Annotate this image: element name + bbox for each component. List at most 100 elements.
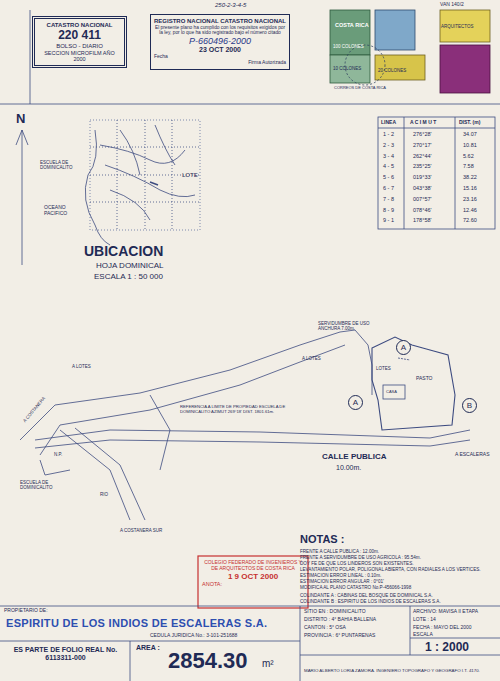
plan-label: REFERENCIA A LIMITE DE PROPIEDAD ESCUELA… xyxy=(180,405,300,415)
table-cell: 019°33' xyxy=(413,174,432,180)
table-cell: 5 - 6 xyxy=(383,174,394,180)
plan-label: CORREOS DE COSTA RICA xyxy=(334,86,386,91)
plan-label: LEVANTAMIENTO POLAR, POLIGONAL ABIERTA, … xyxy=(300,567,481,572)
plan-label: CANTON : 5° OSA xyxy=(304,625,346,631)
plan-label: SERVIDUMBRE DE USO ANCHURA 7.00m. xyxy=(318,321,373,331)
stamp-text: Firma Autorizada xyxy=(154,60,286,66)
stamp-text: A xyxy=(397,341,410,354)
plan-label: CASA xyxy=(386,390,397,395)
plan-label: A LOTES xyxy=(72,364,91,369)
plan-label: MODIFICA AL PLANO CATASTRO No.P-456066-1… xyxy=(300,585,411,590)
table-cell: 3 - 4 xyxy=(383,153,394,159)
plan-label: PROPIETARIO DE: xyxy=(4,608,48,614)
stamp-text: A xyxy=(349,396,362,409)
house-outline xyxy=(383,385,405,399)
plan-label: CALLE PUBLICA xyxy=(322,452,386,461)
plan-label: ESTIMACION ERROR LINEAL : 0.10m. xyxy=(300,573,381,578)
plan-label: PROVINCIA : 6° PUNTARENAS xyxy=(304,633,375,639)
plan-label: ESCUELA DE DOMINICALITO xyxy=(40,160,85,170)
table-cell: 7.58 xyxy=(463,163,474,169)
revenue-stamp xyxy=(440,10,490,42)
colindante-circle: A xyxy=(348,395,363,410)
stamp-text: COLEGIO FEDERADO DE INGENIEROS Y DE ARQU… xyxy=(202,560,304,572)
table-cell: 262°44' xyxy=(413,153,432,159)
plan-label: LOTES xyxy=(376,366,391,371)
table-cell: 38.22 xyxy=(463,174,477,180)
plan-label: A LOTES xyxy=(302,356,321,361)
plan-label: ARCHIVO: MAVISA II ETAPA xyxy=(413,609,478,615)
table-cell: 34.07 xyxy=(463,131,477,137)
table-cell: 178°58' xyxy=(413,217,432,223)
header-rule xyxy=(0,104,500,105)
plan-label: FECHA : MAYO DEL 2000 xyxy=(413,625,472,631)
plan-label: HOJA DOMINICAL xyxy=(96,261,164,270)
stamp-text: 1 9 OCT 2000 xyxy=(202,572,304,581)
stamp-text: REGISTRO NACIONAL CATASTRO NACIONAL xyxy=(154,18,286,25)
stamp-text: B xyxy=(463,399,476,412)
plan-label: 20 COLONES xyxy=(378,68,406,73)
plan-label: SITIO EN : DOMINICALITO xyxy=(304,609,366,615)
stamp-text: El presente plano ha cumplido con los re… xyxy=(154,25,286,36)
revenue-stamp xyxy=(375,55,425,80)
stamp-text: BOLSO - DIARIO xyxy=(38,43,121,50)
plan-label: UBICACION xyxy=(84,243,163,259)
table-cell: 276°28' xyxy=(413,131,432,137)
plan-label: LOTE xyxy=(182,172,198,179)
plan-label: 10.00m. xyxy=(336,464,361,472)
plan-label: 250-2-3-4-5 xyxy=(215,2,246,9)
plan-label: DOY FE DE QUE LOS LINDEROS SON EXISTENTE… xyxy=(300,561,414,566)
table-cell: 9 - 1 xyxy=(383,217,394,223)
plan-label: NOTAS : xyxy=(300,533,344,546)
plan-label: m² xyxy=(262,658,274,670)
plan-label: N xyxy=(16,112,25,127)
plan-label: COLINDANTE A : CABINAS DEL BOSQUE DE DOM… xyxy=(300,593,433,598)
plan-label: AREA : xyxy=(136,644,160,652)
plan-label: 2854.30 xyxy=(168,648,248,673)
table-cell: 4 - 5 xyxy=(383,163,394,169)
title-block xyxy=(0,606,500,681)
table-cell: 1 - 2 xyxy=(383,131,394,137)
postmark xyxy=(345,45,385,85)
plan-label: A COSTANERA xyxy=(22,396,46,424)
table-cell: 8 - 9 xyxy=(383,207,394,213)
stamp-text: SECCION MICROFILM AÑO 2000 xyxy=(38,50,121,63)
table-cell: 15.16 xyxy=(463,185,477,191)
plan-label: OCEANO PACIFICO xyxy=(44,205,84,217)
fence-line xyxy=(398,358,410,360)
plan-label: PASTO xyxy=(416,376,433,382)
plan-label: ESPIRITU DE LOS INDIOS DE ESCALERAS S.A. xyxy=(6,617,267,630)
coordinate-table xyxy=(378,117,495,229)
stamp-text: P-660496-2000 xyxy=(154,36,286,46)
plan-label: ESCUELA DE DOMINICALITO xyxy=(20,480,65,490)
plan-label: LINEA xyxy=(381,120,396,126)
plan-label: FRENTE A CALLE PUBLICA : 12.00m. xyxy=(300,549,379,554)
stamp-text: 220 411 xyxy=(38,29,121,43)
plan-label: ES PARTE DE FOLIO REAL No. 6113311-000 xyxy=(8,646,123,662)
table-cell: 235°25' xyxy=(413,163,432,169)
stamp-text: ANOTA: xyxy=(202,581,304,587)
table-cell: 6 - 7 xyxy=(383,185,394,191)
plan-label: A COSTANERA SUR xyxy=(120,528,165,533)
table-cell: 5.62 xyxy=(463,153,474,159)
colindante-circle: A xyxy=(396,340,411,355)
plan-label: DIST. (m) xyxy=(459,120,480,126)
plan-label: COLINDANTE B : ESPIRITU DE LOS INDIOS DE… xyxy=(300,599,441,604)
plan-label: ESCALA xyxy=(413,632,433,638)
lot-boundary xyxy=(372,337,455,430)
plan-label: FRENTE A SERVIDUMBRE DE USO AGRICOLA : 9… xyxy=(300,555,421,560)
table-cell: 10.81 xyxy=(463,142,477,148)
revenue-stamp xyxy=(375,10,415,50)
table-cell: 7 - 8 xyxy=(383,196,394,202)
table-cell: 270°17' xyxy=(413,142,432,148)
revenue-stamp xyxy=(330,55,370,83)
stamp-border xyxy=(198,556,308,608)
location-map xyxy=(85,120,200,245)
stamp-text: CATASTRO NACIONAL xyxy=(38,22,121,29)
plan-label: A ESCALERAS xyxy=(455,452,489,458)
plan-label: COSTA RICA xyxy=(335,22,369,28)
table-cell: 72.60 xyxy=(463,217,477,223)
stamp-box: COLEGIO FEDERADO DE INGENIEROS Y DE ARQU… xyxy=(200,558,306,589)
table-cell: 078°46' xyxy=(413,207,432,213)
plan-label: RIO xyxy=(100,492,108,497)
plan-label: VAN 140/2 xyxy=(440,2,464,8)
